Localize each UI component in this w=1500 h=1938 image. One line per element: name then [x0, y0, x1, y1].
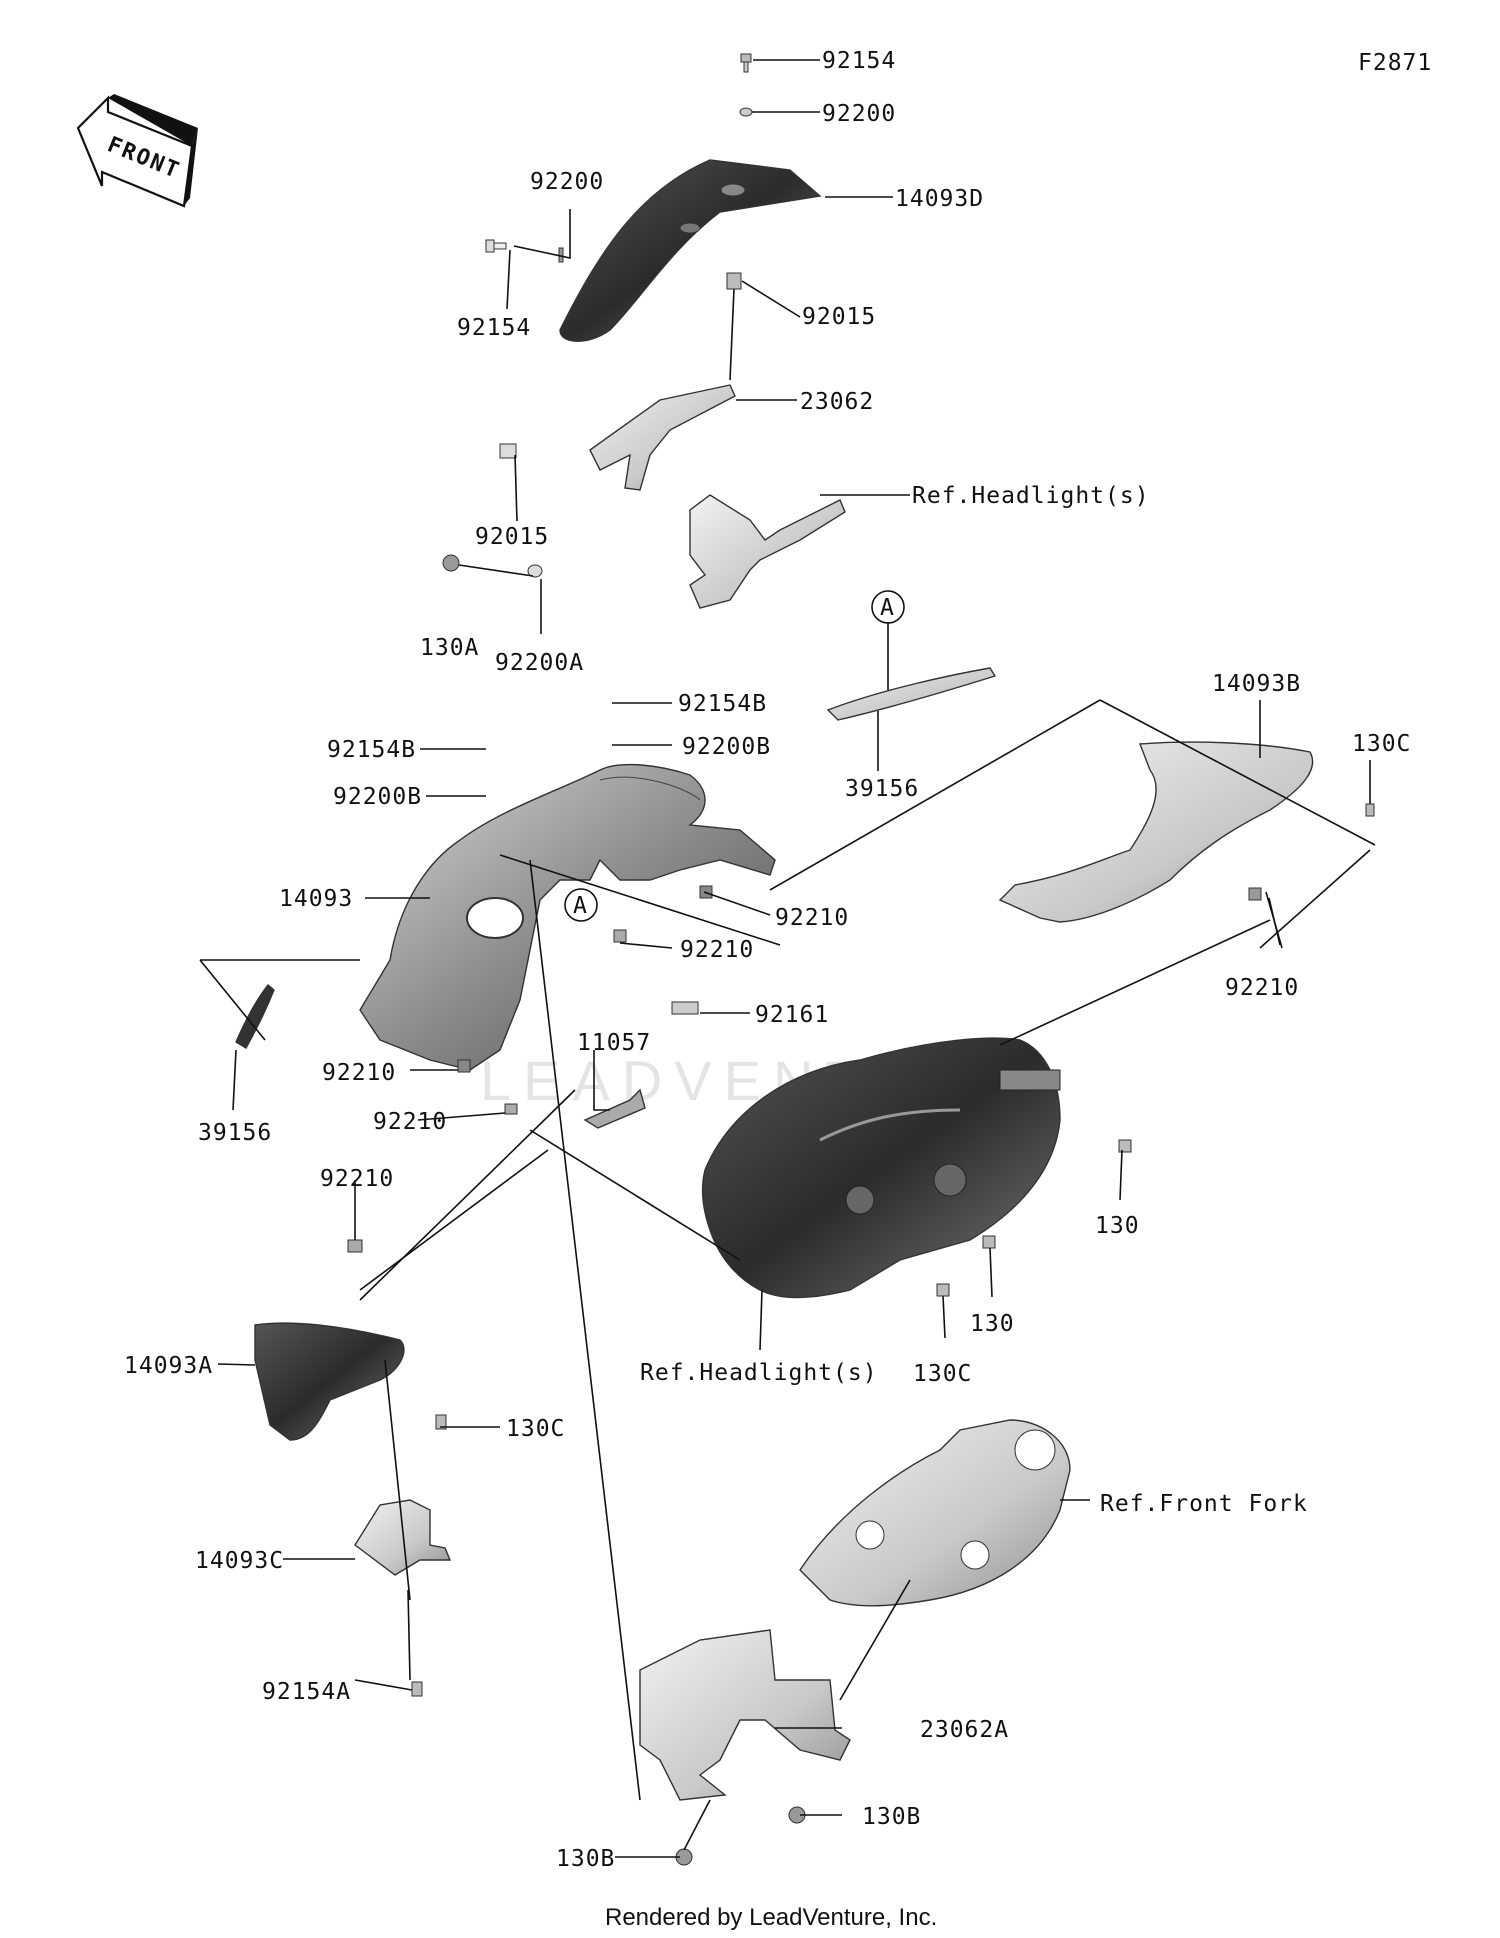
label-23062: 23062 [800, 389, 874, 415]
bracket-11057 [583, 1088, 646, 1129]
label-92154A: 92154A [262, 1679, 351, 1705]
bracket-23062 [589, 384, 736, 491]
label-11057: 11057 [577, 1030, 651, 1056]
label-130C-a: 130C [1352, 731, 1411, 757]
label-92210-b: 92210 [1225, 975, 1299, 1001]
bolt-130C-right [1365, 803, 1375, 817]
side-panel-14093B [998, 741, 1314, 923]
label-39156-a: 39156 [845, 776, 919, 802]
grommet-92015-a [726, 272, 742, 290]
bolt-130C-mid [936, 1283, 950, 1297]
label-14093A: 14093A [124, 1353, 213, 1379]
label-130-a: 130 [1095, 1213, 1140, 1239]
bolt-130-b [982, 1235, 996, 1249]
part-labels: 92154 92200 14093D 92200 92154 92015 230… [124, 48, 1411, 1872]
label-92210-c: 92210 [680, 937, 754, 963]
clip-92210-d [457, 1059, 471, 1073]
bracket-14093C [354, 1499, 452, 1576]
label-92154-top: 92154 [822, 48, 896, 74]
washer-92200A [527, 564, 543, 578]
bolt-130C-lower [435, 1414, 447, 1430]
label-130-b: 130 [970, 1311, 1015, 1337]
callout-a-top-label: A [880, 595, 895, 621]
label-92154B-a: 92154B [327, 737, 416, 763]
cowl-14093 [359, 763, 776, 1071]
label-14093D: 14093D [895, 186, 984, 212]
label-92154-left: 92154 [457, 315, 531, 341]
label-14093: 14093 [279, 886, 353, 912]
bolt-130-a [1118, 1139, 1132, 1153]
label-14093B: 14093B [1212, 671, 1301, 697]
callout-a-mid: A [564, 888, 598, 922]
bolt-92154-top [740, 53, 752, 73]
label-92200B-b: 92200B [682, 734, 771, 760]
windscreen-14093D [559, 159, 822, 342]
label-92210-e: 92210 [373, 1109, 447, 1135]
label-92015-a: 92015 [802, 304, 876, 330]
trim-39156-left [235, 984, 275, 1049]
label-39156-b: 39156 [198, 1120, 272, 1146]
label-92200B-a: 92200B [333, 784, 422, 810]
panel-14093A [254, 1322, 405, 1441]
grommet-92015-b [499, 443, 517, 459]
washer-92200-top [739, 107, 753, 117]
label-92210-a: 92210 [775, 905, 849, 931]
label-130C-c: 130C [506, 1416, 565, 1442]
label-ref-front-fork: Ref.Front Fork [1100, 1491, 1308, 1517]
front-fork-ref [799, 1419, 1071, 1607]
headlight-bracket-ref-top [689, 494, 846, 609]
label-130C-b: 130C [913, 1361, 972, 1387]
label-92015-b: 92015 [475, 524, 549, 550]
label-ref-headlight-top: Ref.Headlight(s) [912, 483, 1150, 509]
nut-130A [442, 554, 460, 572]
label-130B-a: 130B [862, 1804, 921, 1830]
label-92161: 92161 [755, 1002, 829, 1028]
label-23062A: 23062A [920, 1717, 1009, 1743]
label-92210-d: 92210 [322, 1060, 396, 1086]
clip-92210-b [1248, 887, 1262, 901]
label-92200A: 92200A [495, 650, 584, 676]
label-92210-f: 92210 [320, 1166, 394, 1192]
pad-92161 [671, 1001, 699, 1015]
trim-39156-top [826, 667, 997, 721]
callout-a-mid-label: A [573, 893, 588, 919]
label-92154B-b: 92154B [678, 691, 767, 717]
bolt-92154A [411, 1681, 423, 1697]
clip-92210-e [504, 1103, 518, 1115]
label-ref-headlight-bottom: Ref.Headlight(s) [640, 1360, 878, 1386]
clip-92210-c [613, 929, 627, 943]
label-92200-top: 92200 [822, 101, 896, 127]
label-14093C: 14093C [195, 1548, 284, 1574]
bolt-92154-left [485, 239, 507, 253]
clip-92210-f [347, 1239, 363, 1253]
label-130A: 130A [420, 635, 479, 661]
callout-a-top: A [871, 590, 905, 624]
leader-lines [199, 59, 1376, 1858]
headlight-assembly-ref [701, 1037, 1061, 1299]
figure-code: F2871 [1358, 50, 1432, 76]
footer-credit: Rendered by LeadVenture, Inc. [605, 1904, 937, 1931]
label-130B-b: 130B [556, 1846, 615, 1872]
label-92200-left: 92200 [530, 169, 604, 195]
bracket-23062A [639, 1629, 851, 1801]
front-arrow-icon: FRONT [76, 94, 198, 208]
